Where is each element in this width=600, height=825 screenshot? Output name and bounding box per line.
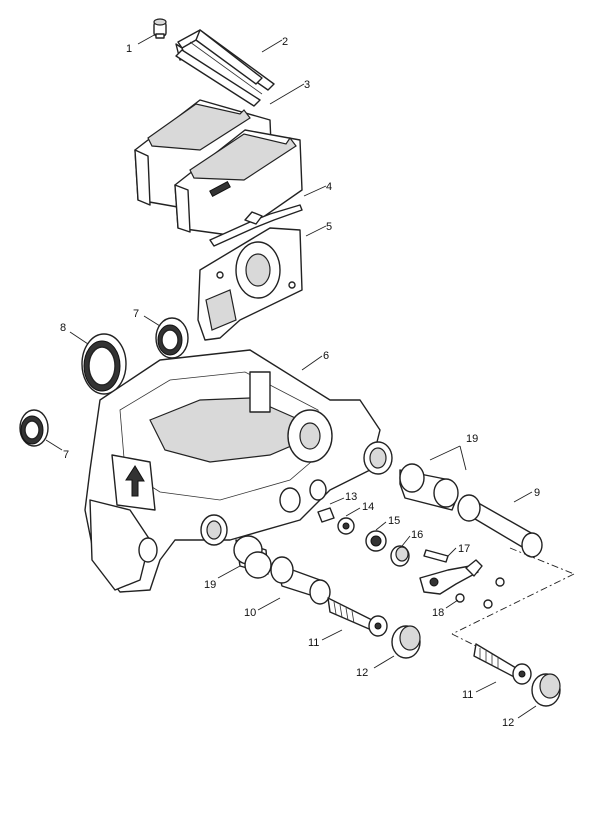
part-12-cap-left bbox=[391, 625, 421, 659]
callout-7-lower: 7 bbox=[63, 449, 69, 461]
callout-13: 13 bbox=[345, 491, 357, 503]
part-16-plug bbox=[390, 545, 410, 567]
callout-19-left: 19 bbox=[204, 579, 216, 591]
callout-14: 14 bbox=[362, 501, 374, 513]
callout-7-upper: 7 bbox=[133, 308, 139, 320]
part-11-bolt-right bbox=[473, 643, 532, 685]
callout-6: 6 bbox=[323, 350, 329, 362]
part-5-carrier-plate bbox=[197, 227, 303, 341]
leader-lines bbox=[45, 33, 537, 719]
part-11-bolt-left bbox=[327, 597, 388, 637]
callout-5: 5 bbox=[326, 221, 332, 233]
part-8-ring bbox=[81, 333, 127, 395]
part-10-guide-sleeve bbox=[270, 556, 331, 605]
callout-labels: 1 2 3 4 5 6 7 7 8 9 10 11 11 12 12 13 14… bbox=[60, 36, 540, 729]
callout-1: 1 bbox=[126, 43, 132, 55]
part-12-cap-right bbox=[531, 673, 561, 707]
part-14-gear bbox=[337, 517, 355, 535]
part-7-seal-lower bbox=[19, 409, 49, 447]
callout-4: 4 bbox=[326, 181, 332, 193]
callout-16: 16 bbox=[411, 529, 423, 541]
part-9-guide-sleeve bbox=[457, 494, 543, 558]
part-15-bushing bbox=[365, 530, 387, 552]
part-13-clip bbox=[317, 507, 335, 523]
callout-3: 3 bbox=[304, 79, 310, 91]
callout-11-left: 11 bbox=[308, 637, 319, 649]
callout-17: 17 bbox=[458, 543, 470, 555]
part-4-pad-spring bbox=[209, 204, 303, 247]
part-2-hex-key bbox=[175, 29, 275, 107]
callout-2: 2 bbox=[282, 36, 288, 48]
part-19-bushing-right bbox=[399, 463, 459, 511]
part-6-caliper-housing bbox=[84, 349, 393, 593]
callout-11-right: 11 bbox=[462, 689, 473, 701]
callout-12-left: 12 bbox=[356, 667, 368, 679]
callout-18: 18 bbox=[432, 607, 444, 619]
part-3-brake-pads bbox=[134, 99, 303, 237]
assembly-lines bbox=[451, 547, 575, 647]
callout-10: 10 bbox=[244, 607, 256, 619]
callout-8: 8 bbox=[60, 322, 66, 334]
callout-19-right: 19 bbox=[466, 433, 478, 445]
part-19-bushing-left bbox=[233, 535, 272, 579]
part-1-bleed-screw bbox=[153, 18, 167, 39]
callout-15: 15 bbox=[388, 515, 400, 527]
part-7-seal-upper bbox=[155, 317, 189, 359]
callout-12-right: 12 bbox=[502, 717, 514, 729]
part-17-wear-sensor bbox=[419, 549, 483, 595]
callout-9: 9 bbox=[534, 487, 540, 499]
part-18-screws bbox=[455, 577, 505, 609]
